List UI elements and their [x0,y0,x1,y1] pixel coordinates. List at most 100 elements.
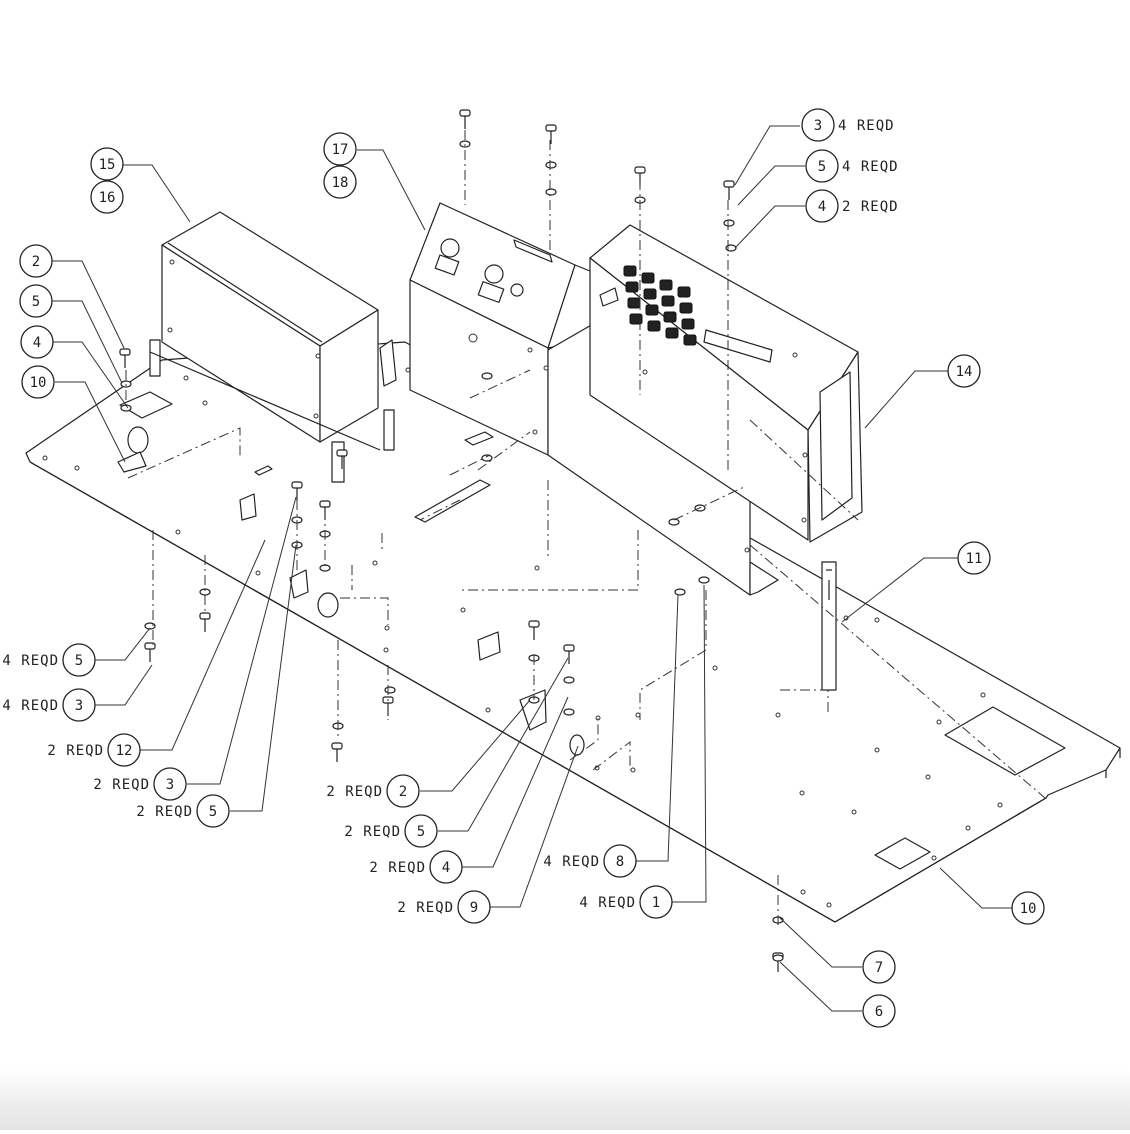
screw [528,620,540,640]
callout-c11: 11 [957,541,991,575]
callout-circle [404,814,438,848]
callout-circle [20,325,54,359]
callout-number: 2 [399,784,407,800]
callout-circle [862,950,896,984]
callout-number: 5 [209,804,217,820]
keypad-key [665,327,679,339]
washer [772,954,784,962]
callout-quantity: 2 REQD [397,900,454,916]
keypad-key [645,304,659,316]
callout-circle [62,643,96,677]
callout-c10right: 10 [1011,891,1045,925]
callout-c2left: 2 [19,244,53,278]
callout-number: 12 [116,743,133,759]
washer [723,219,735,227]
callout-number: 11 [966,551,983,567]
callout-number: 3 [814,118,822,134]
callout-circle [457,890,491,924]
keypad-key [647,320,661,332]
callout-number: 5 [75,653,83,669]
callout-circle [19,244,53,278]
callout-c14: 14 [947,354,981,388]
callout-quantity: 2 REQD [47,743,104,759]
callout-circle [1011,891,1045,925]
keypad-key [623,265,637,277]
callout-quantity: 2 REQD [344,824,401,840]
callout-number: 3 [75,698,83,714]
screw [336,449,348,469]
callout-number: 10 [30,375,47,391]
keypad-key [625,281,639,293]
callout-quantity: 2 REQD [93,777,150,793]
callout-circle [805,189,839,223]
callout-quantity: 2 REQD [842,199,899,215]
callout-quantity: 4 REQD [838,118,895,134]
callout-number: 18 [332,175,349,191]
callout-number: 2 [32,254,40,270]
callout-c3mid: 3 2 REQD [93,767,187,801]
washer [545,188,557,196]
keypad-key [627,297,641,309]
washer [674,588,686,596]
callout-number: 5 [818,159,826,175]
screw [291,481,303,501]
callout-c5left: 5 [19,284,53,318]
screw [199,612,211,632]
callout-circle [429,850,463,884]
callout-quantity: 4 REQD [579,895,636,911]
callout-circle [90,147,124,181]
callout-circle [801,108,835,142]
keypad-key [641,272,655,284]
callout-quantity: 4 REQD [2,698,59,714]
keypad-key [661,295,675,307]
callout-number: 4 [818,199,826,215]
callout-number: 4 [442,860,450,876]
callout-c15: 15 [90,147,124,181]
callout-c10left: 10 [21,365,55,399]
clamp-brackets [117,426,585,756]
callout-circle [62,688,96,722]
callout-circle [947,354,981,388]
callout-circle [805,149,839,183]
callout-number: 14 [956,364,973,380]
callout-number: 8 [616,854,624,870]
callout-circle [386,774,420,808]
keypad-key [677,286,691,298]
callout-c6: 6 [862,994,896,1028]
keypad-key [681,318,695,330]
callout-number: 3 [166,777,174,793]
washer [481,372,493,380]
keypad-key [659,279,673,291]
leader-lines [52,125,1012,1012]
callout-c4b: 42 REQD [369,850,463,884]
callout-c4left: 4 [20,325,54,359]
keypad-grid [623,265,697,346]
standoff-post [821,561,837,691]
callout-circle [107,733,141,767]
screw [144,642,156,662]
callout-number: 7 [875,960,883,976]
plate-holes [42,343,1003,908]
callout-circle [90,180,124,214]
callout-quantity: 2 REQD [136,804,193,820]
callout-c18: 18 [323,165,357,199]
callout-c5low: 54 REQD [2,643,96,677]
callout-number: 10 [1020,901,1037,917]
keypad-display-unit [589,224,863,543]
callout-circle [19,284,53,318]
washer [668,518,680,526]
callout-c8: 84 REQD [543,844,637,878]
callout-c3low: 3 4 REQD [2,688,96,722]
washer [698,576,710,584]
screw [459,109,471,129]
callout-c7: 7 [862,950,896,984]
washer [545,161,557,169]
screw [119,348,131,368]
callout-c16: 16 [90,180,124,214]
washer [563,708,575,716]
callout-c9: 92 REQD [397,890,491,924]
keypad-key [683,334,697,346]
